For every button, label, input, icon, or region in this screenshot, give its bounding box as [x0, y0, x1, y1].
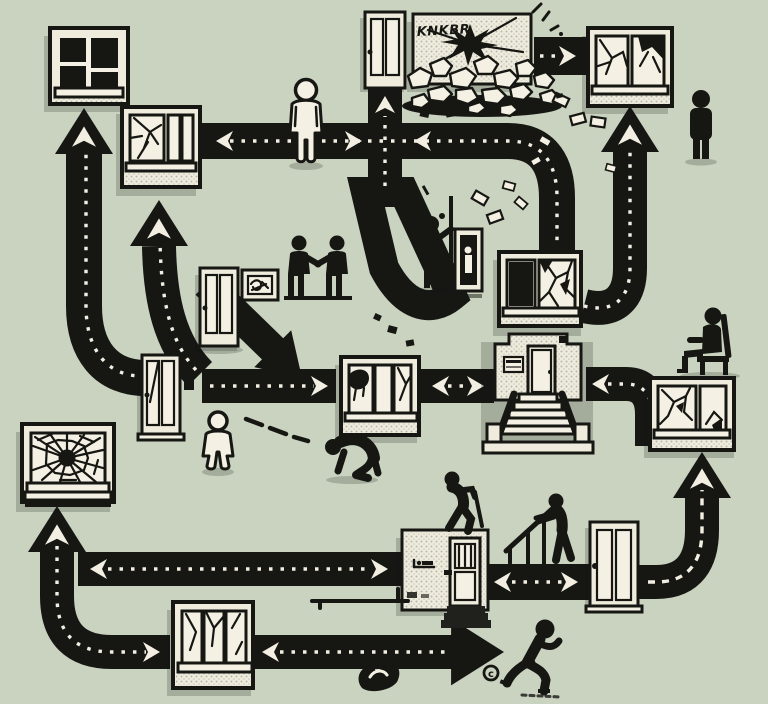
- falling-debris: [421, 180, 517, 225]
- rail-fragment: [310, 587, 410, 610]
- svg-text:c: c: [488, 669, 494, 680]
- framed-graffiti-picture: [240, 268, 280, 302]
- mirror-doorway: [453, 227, 484, 298]
- chair-back: [720, 314, 732, 358]
- door-row2-left: [136, 353, 186, 442]
- window-broken-mid-right: [644, 376, 736, 458]
- door-handle: [144, 392, 150, 398]
- seated-observer: [677, 307, 740, 380]
- window-tagged-center: [335, 355, 421, 443]
- pole: [449, 196, 453, 290]
- shed-kiosk: [396, 528, 491, 628]
- climber-with-cane: [444, 471, 484, 535]
- road-curve-bottom-left: [40, 552, 170, 669]
- pedestrian-on-road: [288, 77, 324, 170]
- onlooker-at-doorway: [418, 196, 454, 293]
- wanderer: [201, 410, 235, 476]
- centerlines: [55, 54, 704, 654]
- dashed-sight-line: [243, 416, 311, 444]
- door-handle: [367, 49, 373, 55]
- chair-seat: [697, 356, 729, 362]
- railing-posts: [508, 515, 546, 567]
- fleeing-runner: [499, 619, 563, 699]
- door-handle: [592, 563, 598, 569]
- door-top-center: [360, 10, 407, 92]
- door-handle: [202, 305, 208, 311]
- stoop-entrance: [481, 332, 595, 455]
- rubble-pile: [402, 54, 618, 211]
- window-broken-top-right: [582, 26, 674, 114]
- radial-shatter: [31, 432, 105, 484]
- road-u-to-broken-window: [579, 150, 647, 325]
- window-shattered-left: [16, 422, 116, 512]
- small-cube: [184, 380, 194, 390]
- window-cracked-upper-left: [116, 105, 202, 196]
- window-intact-dark: [44, 26, 130, 112]
- bystander-top-right: [685, 90, 717, 166]
- cane: [473, 490, 484, 528]
- road-stoop-to-window: [586, 367, 669, 446]
- bed-glyph: [412, 558, 436, 569]
- entrance-plaque: [502, 355, 525, 374]
- path-network: [28, 37, 731, 686]
- handshake-pair: [284, 235, 352, 300]
- sneaking-figure: [325, 433, 382, 484]
- door-lower-right: [584, 520, 644, 614]
- shadow-debris-bits: [373, 313, 415, 347]
- discarded-bundle: [358, 662, 400, 692]
- circled-c-mark: c: [482, 664, 500, 682]
- railing-leaner: [503, 493, 575, 567]
- road-fading-shadow: [347, 177, 471, 321]
- impact-sparks: [531, 2, 563, 36]
- window-cracked-bottom: [167, 600, 255, 696]
- window-black-pane-center: [493, 250, 583, 336]
- door-mid-left: [195, 266, 243, 354]
